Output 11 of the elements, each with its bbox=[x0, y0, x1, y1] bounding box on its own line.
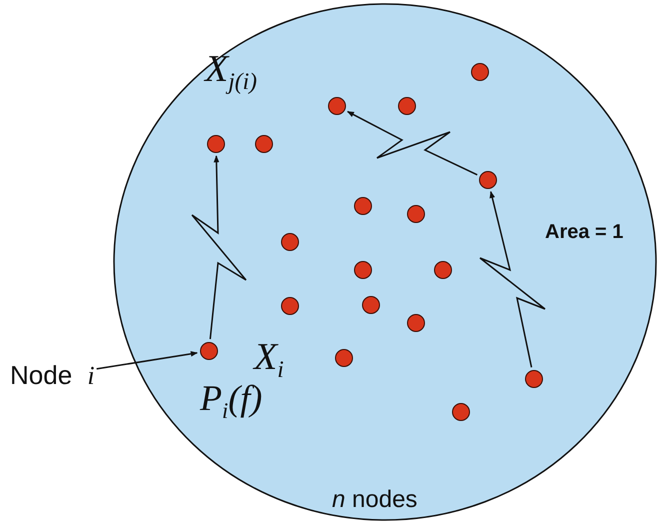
math-label: X$_{i}$ bbox=[254, 338, 284, 383]
math-label: P$_{i}$(f) bbox=[200, 380, 262, 422]
math-label: X$_{j(i)}$ bbox=[205, 50, 257, 95]
area-label: Area = 1 bbox=[545, 222, 624, 242]
wireless-link-arrow bbox=[346, 110, 478, 176]
node-label: Node i bbox=[10, 362, 95, 389]
node-count-label: n nodes bbox=[332, 488, 418, 512]
unit-area-disc bbox=[113, 3, 657, 521]
wireless-link-arrow bbox=[191, 155, 247, 340]
leader-arrow bbox=[96, 351, 198, 370]
wireless-link-arrow bbox=[479, 191, 546, 368]
